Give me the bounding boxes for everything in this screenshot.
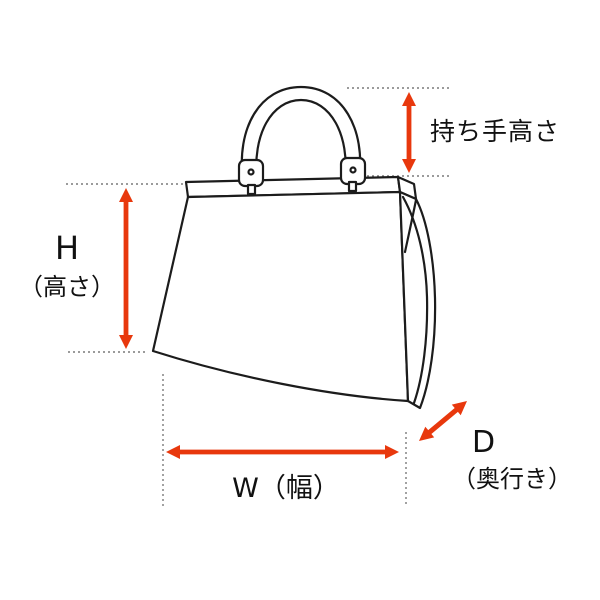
side-seam: [401, 195, 429, 405]
height-label: H （高さ）: [14, 228, 120, 302]
handle-height-label: 持ち手高さ: [430, 117, 561, 146]
body-front: [151, 190, 410, 403]
handle-outer: [240, 85, 362, 183]
width-label: W（幅）: [232, 473, 340, 504]
guide-lines: [66, 87, 452, 507]
height-letter: H: [54, 229, 80, 267]
dimension-arrows: [119, 92, 467, 459]
handle-inner: [255, 98, 347, 183]
depth-letter: D: [472, 425, 496, 460]
rivet-right: [349, 166, 357, 174]
height-arrow: [119, 188, 133, 349]
rivet-left: [247, 168, 255, 176]
side-gusset: [398, 190, 437, 410]
frame-catch-left: [246, 183, 257, 196]
height-sub-label: （高さ）: [19, 273, 115, 301]
side-dart: [403, 198, 418, 254]
frame-catch-right: [347, 180, 358, 193]
handle-height-arrow: [402, 92, 416, 173]
depth-sub-label: （奥行き）: [452, 464, 572, 493]
depth-label: D （奥行き）: [452, 424, 572, 494]
depth-arrow: [419, 401, 467, 441]
handbag-illustration: [151, 85, 437, 410]
width-arrow: [166, 445, 399, 459]
